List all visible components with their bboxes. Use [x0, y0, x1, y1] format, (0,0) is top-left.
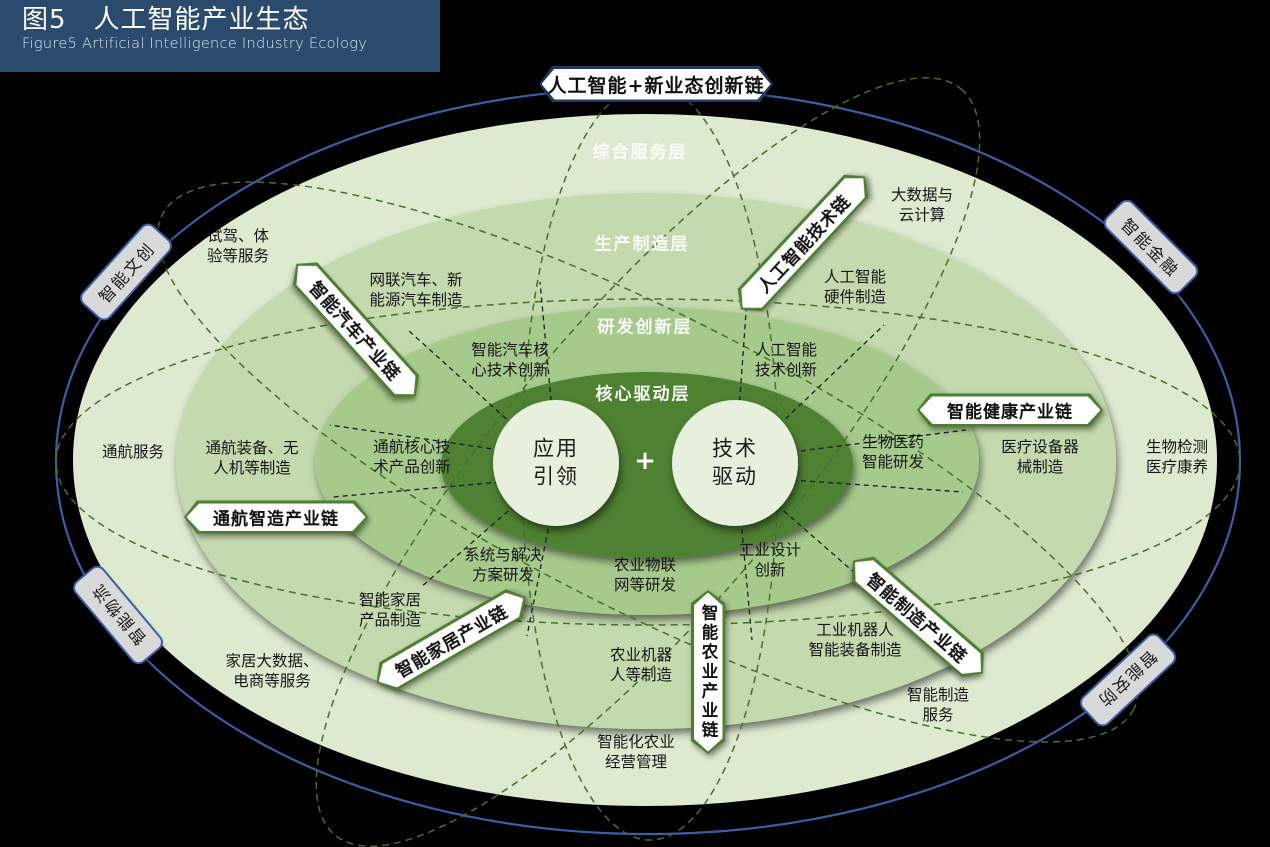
chain-banner-smart-health: 智能健康产业链 [917, 394, 1103, 427]
label-agri-robots: 农业机器 人等制造 [609, 646, 673, 684]
label-system-solutions: 系统与解决 方案研发 [464, 546, 542, 584]
application-led-text: 应用 引领 [533, 436, 579, 489]
label-bio-pharma: 生物医药 智能研发 [861, 433, 925, 471]
label-ai-tech-innovation: 人工智能 技术创新 [754, 341, 818, 379]
plus-sign: + [634, 446, 656, 476]
label-agri-iot: 农业物联 网等研发 [613, 556, 677, 594]
label-smart-agri-mgmt: 智能化农业 经营管理 [597, 733, 675, 771]
sector-divider-dashes [329, 281, 967, 641]
layer-label-service: 综合服务层 [592, 142, 688, 163]
application-led-circle [493, 400, 619, 526]
technology-driven-circle [672, 400, 798, 526]
label-auto-core-tech: 智能汽车核 心技术创新 [471, 341, 549, 379]
chain-banner-smart-agriculture: 智能农业产业链 [691, 590, 725, 754]
figure-title-en: Figure5 Artificial Intelligence Industry… [22, 35, 368, 52]
label-smart-mfg-service: 智能制造 服务 [906, 686, 970, 724]
technology-driven-text: 技术 驱动 [712, 436, 758, 489]
layer-label-production: 生产制造层 [594, 234, 690, 255]
chain-banner-new-business: 人工智能+新业态创新链 [539, 66, 773, 102]
label-aviation-service: 通航服务 [101, 443, 165, 462]
label-ai-hardware: 人工智能 硬件制造 [823, 268, 887, 306]
label-industrial-design: 工业设计 创新 [738, 541, 802, 579]
chain-banner-aviation: 通航智造产业链 [184, 501, 368, 534]
label-connected-cars: 网联汽车、新 能源汽车制造 [369, 271, 463, 309]
layer-label-core: 核心驱动层 [595, 384, 691, 405]
layer-label-rnd: 研发创新层 [597, 317, 693, 338]
figure-header: 图5 人工智能产业生态 Figure5 Artificial Intellige… [0, 0, 440, 72]
figure-title-zh: 图5 人工智能产业生态 [22, 5, 310, 35]
label-test-drive-services: 试驾、体 验等服务 [206, 227, 270, 265]
label-industrial-robots: 工业机器人 智能装备制造 [808, 621, 902, 659]
label-big-data-cloud: 大数据与 云计算 [890, 186, 954, 224]
label-smart-home-mfg: 智能家居 产品制造 [358, 591, 422, 629]
label-bio-testing: 生物检测 医疗康养 [1145, 438, 1209, 476]
label-home-bigdata: 家居大数据、 电商等服务 [225, 652, 319, 690]
label-medical-devices: 医疗设备器 械制造 [1001, 438, 1079, 476]
label-aviation-equipment: 通航装备、无 人机等制造 [205, 439, 299, 477]
label-aviation-core: 通航核心技 术产品创新 [373, 438, 451, 476]
